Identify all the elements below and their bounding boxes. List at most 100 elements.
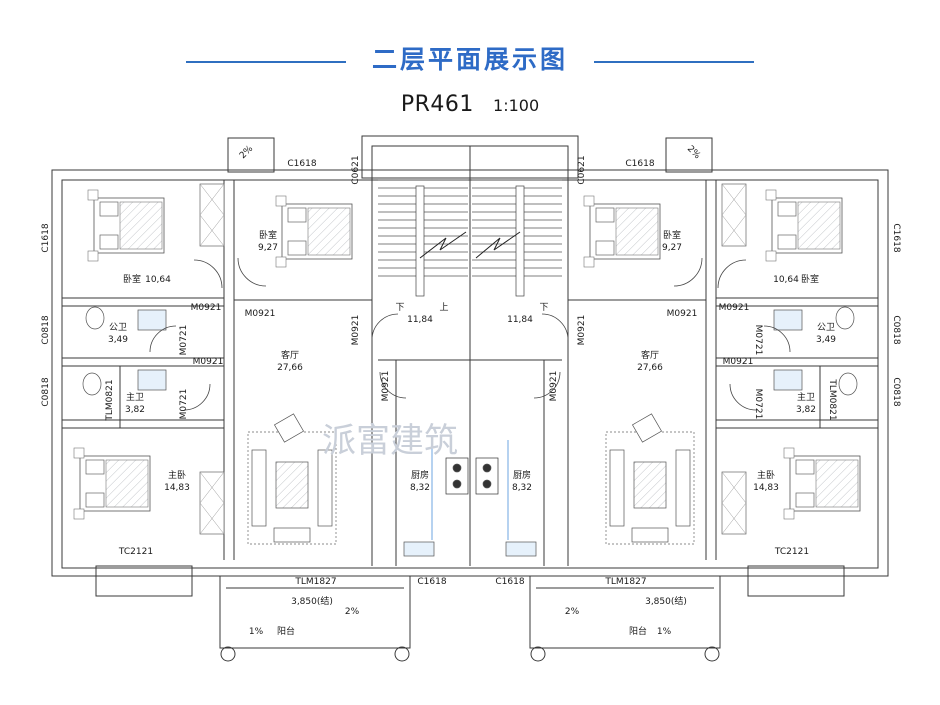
stove-l — [445, 457, 469, 495]
label-bedroom-small-l-area: 9,27 — [258, 243, 278, 253]
label-bath-main-l-name: 主卫 — [126, 391, 144, 403]
label-bath-main-r-area: 3,82 — [796, 405, 816, 415]
code-m0721-r1: M0721 — [753, 325, 763, 356]
label-bedroom-small-r-area: 9,27 — [662, 243, 682, 253]
sink-main-l — [137, 369, 167, 391]
label-balcony-l-elev: 3,850(结) — [291, 595, 333, 607]
code-tlm1827-r: TLM1827 — [604, 577, 646, 587]
bed-bedroom-small-r — [583, 195, 661, 268]
label-balcony-r-slope-b: 2% — [565, 607, 580, 617]
label-balcony-l-name: 阳台 — [277, 625, 295, 637]
bed-bedroom-small-l — [275, 195, 353, 268]
label-kitchen-l-name: 厨房 — [411, 469, 429, 481]
label-balcony-l-slope-a: 1% — [249, 627, 264, 637]
stove-r — [475, 457, 499, 495]
label-master-l-name: 主卧 — [168, 469, 186, 481]
title-rule-left — [186, 61, 346, 63]
page-title: 二层平面展示图 — [371, 45, 568, 74]
label-bath-pub-r-area: 3,49 — [816, 335, 836, 345]
toilet-main-r — [838, 372, 858, 396]
wardrobe-tr — [721, 183, 747, 247]
code-m0721-l2: M0721 — [179, 389, 189, 420]
wardrobe-master-l — [199, 471, 225, 535]
label-stair-l-up: 上 — [439, 302, 448, 313]
label-stair-r-area: 11,84 — [507, 315, 533, 325]
bed-bedroom-tr — [765, 189, 843, 262]
label-balcony-r-slope-a: 1% — [657, 627, 672, 637]
code-tc2121-l: TC2121 — [118, 547, 153, 557]
code-c0818-l2: C0818 — [41, 377, 51, 406]
stair-treads-right — [472, 179, 562, 297]
code-c0621-r: C0621 — [577, 155, 587, 184]
code-m0921-l3: M0921 — [193, 357, 224, 367]
kitchen-sink-r — [505, 541, 537, 557]
label-bath-pub-r-name: 公卫 — [817, 322, 835, 333]
code-c1618-kitchen-l: C1618 — [417, 577, 446, 587]
code-m0921-l5: M0921 — [381, 371, 391, 402]
code-c1618-kitchen-r: C1618 — [495, 577, 524, 587]
label-bedroom-tr-name: 卧室 — [801, 273, 819, 285]
sink-pub-l — [137, 309, 167, 331]
code-m0721-l1: M0721 — [179, 325, 189, 356]
toilet-pub-r — [835, 306, 855, 330]
code-m0721-r2: M0721 — [753, 389, 763, 420]
sink-pub-r — [773, 309, 803, 331]
title-row: 二层平面展示图 — [0, 40, 940, 80]
label-living-r-name: 客厅 — [641, 349, 659, 361]
watermark-text: 派富建筑 — [322, 421, 458, 461]
header: 二层平面展示图 PR461 1:100 — [0, 0, 940, 130]
label-living-r-area: 27,66 — [637, 363, 663, 373]
code-m0921-l2: M0921 — [245, 309, 276, 319]
label-bath-pub-l-area: 3,49 — [108, 335, 128, 345]
label-master-r-name: 主卧 — [757, 469, 775, 481]
plan-code-row: PR461 1:100 — [0, 92, 940, 117]
toilet-main-l — [82, 372, 102, 396]
label-bedroom-small-l-name: 卧室 — [259, 229, 277, 241]
code-c0818-r2: C0818 — [891, 377, 901, 406]
sofa-living-r — [605, 413, 695, 545]
code-tlm0821-l: TLM0821 — [105, 379, 115, 421]
code-m0921-r4: M0921 — [577, 315, 587, 346]
label-kitchen-l-area: 8,32 — [410, 483, 430, 493]
label-living-l-name: 客厅 — [281, 349, 299, 361]
label-kitchen-r-area: 8,32 — [512, 483, 532, 493]
label-bedroom-tl-name: 卧室 — [123, 273, 141, 285]
label-master-r-area: 14,83 — [753, 483, 779, 493]
label-master-l-area: 14,83 — [164, 483, 190, 493]
stair-treads-left — [378, 179, 468, 297]
label-bath-main-l-area: 3,82 — [125, 405, 145, 415]
bed-master-r — [783, 447, 861, 520]
plan-code: PR461 — [400, 92, 474, 117]
code-c1618-tl: C1618 — [287, 159, 316, 169]
code-c1618-right-wall: C1618 — [891, 223, 901, 252]
code-tc2121-r: TC2121 — [774, 547, 809, 557]
code-tlm0821-r: TLM0821 — [827, 378, 837, 420]
bed-master-l — [73, 447, 151, 520]
code-m0921-r1: M0921 — [719, 303, 750, 313]
code-slope-tl: 2% — [238, 144, 255, 161]
sink-main-r — [773, 369, 803, 391]
label-balcony-r-elev: 3,850(结) — [645, 595, 687, 607]
label-balcony-r-name: 阳台 — [629, 625, 647, 637]
label-kitchen-r-name: 厨房 — [513, 469, 531, 481]
title-rule-right — [594, 61, 754, 63]
code-c0818-l1: C0818 — [41, 315, 51, 344]
code-c0621-l: C0621 — [351, 155, 361, 184]
code-m0921-l1: M0921 — [191, 303, 222, 313]
label-stair-l-area: 11,84 — [407, 315, 433, 325]
code-slope-tr: 2% — [685, 144, 702, 161]
code-m0921-r5: M0921 — [549, 371, 559, 402]
bed-bedroom-tl — [87, 189, 165, 262]
label-bedroom-tl-area: 10,64 — [145, 275, 171, 285]
code-c0818-r1: C0818 — [891, 315, 901, 344]
label-bedroom-tr-area: 10,64 — [773, 275, 799, 285]
code-c1618-left-wall: C1618 — [41, 223, 51, 252]
label-bedroom-small-r-name: 卧室 — [663, 229, 681, 241]
wardrobe-master-r — [721, 471, 747, 535]
toilet-pub-l — [85, 306, 105, 330]
plan-scale: 1:100 — [493, 96, 540, 115]
label-bath-main-r-name: 主卫 — [797, 391, 815, 403]
code-m0921-r2: M0921 — [667, 309, 698, 319]
code-m0921-r3: M0921 — [723, 357, 754, 367]
